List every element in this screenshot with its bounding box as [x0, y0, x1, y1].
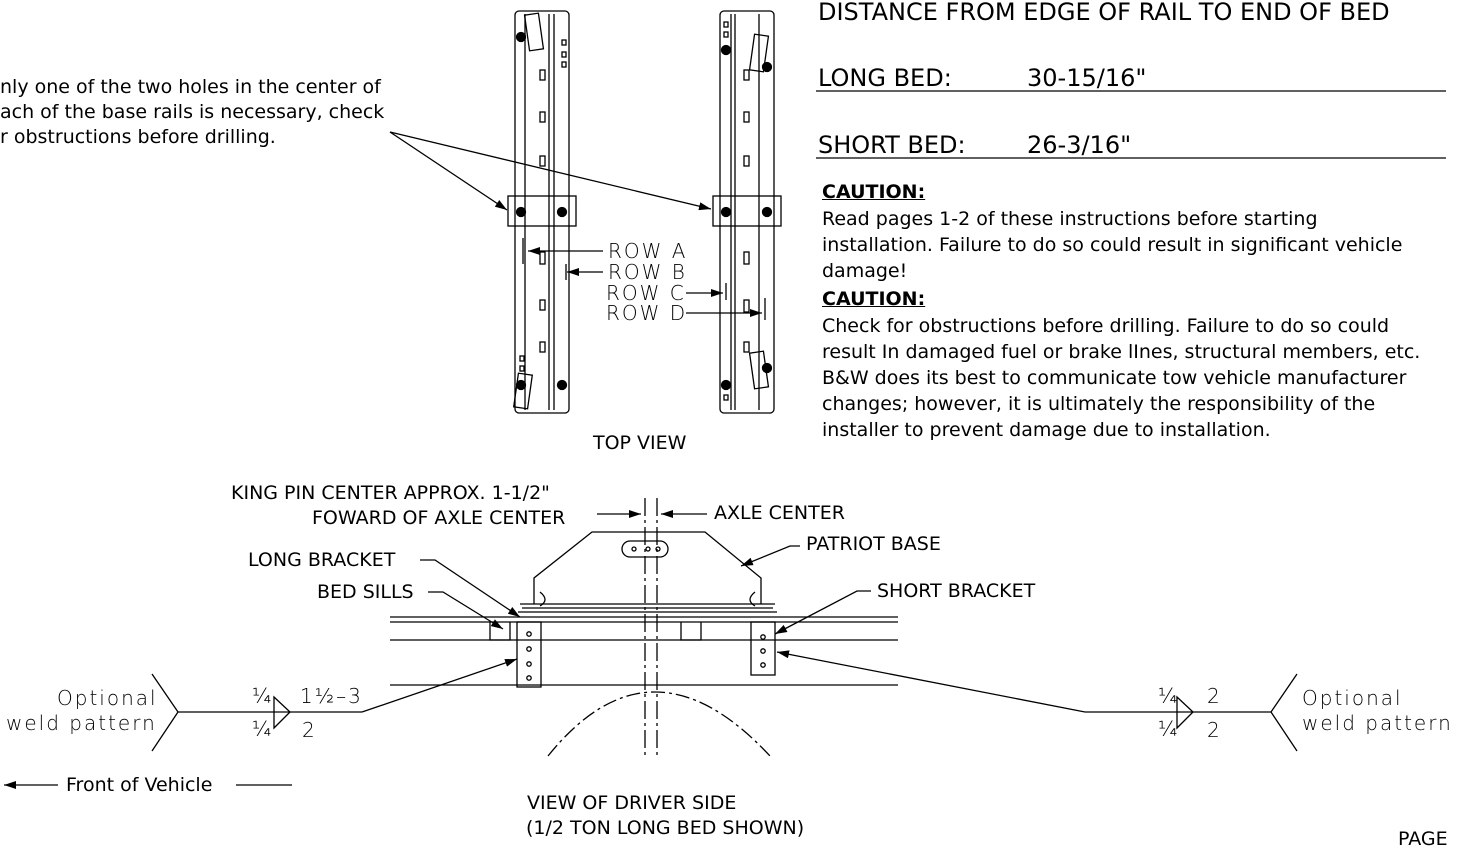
long-bracket-label: LONG BRACKET [248, 549, 396, 571]
caution-line: installation. Failure to do so could res… [822, 234, 1403, 256]
right-weld-length-top: 2 [1207, 684, 1222, 708]
side-view-drawing [390, 498, 898, 757]
caution-line: Read pages 1-2 of these instructions bef… [822, 208, 1318, 230]
top-view-caption: TOP VIEW [593, 432, 687, 454]
caution-line: installer to prevent damage due to insta… [822, 419, 1271, 441]
left-weld-length-top: 1½–3 [300, 684, 363, 708]
caution-block-1: CAUTION: Read pages 1-2 of these instruc… [822, 183, 1402, 284]
page-label: PAGE [1398, 828, 1448, 850]
caution-line: result In damaged fuel or brake lInes, s… [822, 341, 1421, 363]
left-weld-length-bottom: 2 [302, 718, 317, 742]
left-weld-pattern: weld pattern [6, 711, 157, 735]
right-base-rail [712, 10, 782, 414]
row-a-label: ROW A [608, 239, 688, 263]
king-pin-label-line2: FOWARD OF AXLE CENTER [312, 507, 566, 529]
caution-line: B&W does its best to communicate tow veh… [822, 367, 1407, 389]
row-c-label: ROW C [606, 281, 686, 305]
distance-title: DISTANCE FROM EDGE OF RAIL TO END OF BED [818, 0, 1390, 26]
short-bracket-label: SHORT BRACKET [877, 580, 1036, 602]
short-bed-label: SHORT BED: [818, 131, 966, 159]
caution-line: damage! [822, 260, 908, 282]
short-bed-value: 26-3/16" [1027, 131, 1132, 159]
right-weld-optional: Optional [1302, 686, 1403, 710]
bed-sills-label: BED SILLS [317, 581, 414, 603]
left-base-rail [507, 10, 577, 414]
right-weld-pattern: weld pattern [1302, 711, 1453, 735]
patriot-base-label: PATRIOT BASE [806, 533, 941, 555]
axle-center-label: AXLE CENTER [714, 502, 845, 524]
right-weld-size-bottom: ¼ [1158, 717, 1180, 741]
left-weld-size-bottom: ¼ [252, 717, 274, 741]
row-d-label: ROW D [606, 301, 688, 325]
left-weld-optional: Optional [57, 686, 158, 710]
right-weld-length-bottom: 2 [1207, 718, 1222, 742]
left-weld-symbol [151, 658, 518, 752]
note-line: r obstructions before drilling. [0, 126, 276, 148]
note-line: nly one of the two holes in the center o… [0, 76, 381, 98]
side-view-caption-line2: (1/2 TON LONG BED SHOWN) [526, 817, 805, 839]
right-weld-size-top: ¼ [1158, 684, 1180, 708]
caution-heading: CAUTION: [822, 181, 926, 203]
long-bed-value: 30-15/16" [1027, 64, 1147, 92]
drilling-note: nly one of the two holes in the center o… [0, 75, 384, 150]
long-bed-label: LONG BED: [818, 64, 952, 92]
front-of-vehicle-label: Front of Vehicle [66, 774, 213, 796]
caution-block-2: CAUTION: Check for obstructions before d… [822, 290, 1420, 443]
left-weld-size-top: ¼ [252, 684, 274, 708]
caution-line: changes; however, it is ultimately the r… [822, 393, 1376, 415]
caution-heading: CAUTION: [822, 288, 926, 310]
right-weld-symbol [776, 650, 1298, 752]
caution-line: Check for obstructions before drilling. … [822, 315, 1390, 337]
note-line: ach of the base rails is necessary, chec… [0, 101, 385, 123]
side-view-caption-line1: VIEW OF DRIVER SIDE [527, 792, 737, 814]
row-b-label: ROW B [608, 260, 687, 284]
king-pin-label-line1: KING PIN CENTER APPROX. 1-1/2" [231, 482, 550, 504]
